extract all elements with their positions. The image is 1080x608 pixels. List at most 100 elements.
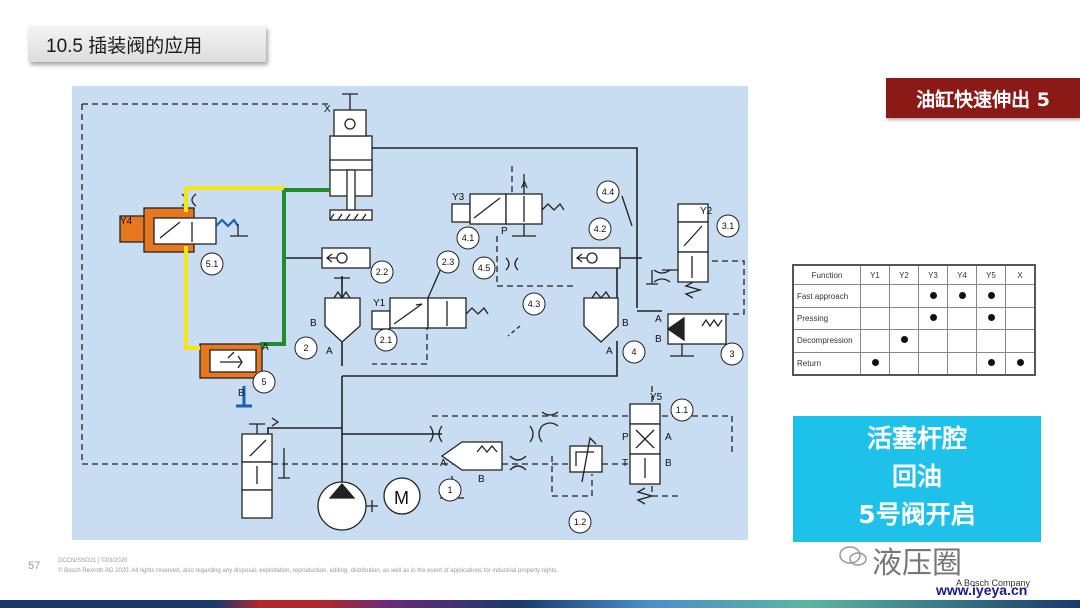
label-1-1: 1.1 bbox=[676, 405, 689, 415]
orifice-1 bbox=[429, 425, 443, 443]
label-4-4: 4.4 bbox=[602, 187, 615, 197]
label-2-3: 2.3 bbox=[442, 257, 455, 267]
main-line bbox=[342, 341, 618, 377]
active-dot bbox=[929, 291, 937, 299]
label-5: 5 bbox=[261, 377, 266, 387]
orifice-top bbox=[541, 411, 559, 427]
table-cell bbox=[860, 329, 890, 353]
slide-title: 10.5 插装阀的应用 bbox=[28, 26, 266, 62]
check-valve-2-2 bbox=[321, 247, 371, 269]
info-line-1: 活塞杆腔 bbox=[866, 424, 967, 453]
table-cell bbox=[976, 284, 1006, 308]
info-line-3: 5号阀开启 bbox=[858, 500, 976, 529]
label-2-2: 2.2 bbox=[376, 267, 389, 277]
label-x: X bbox=[324, 104, 331, 115]
table-cell bbox=[947, 351, 977, 376]
watermark-text: 液压圈 bbox=[872, 546, 962, 581]
hydraulic-schematic: X Y4 Y1 Y2 Y3 Y5 A P B A B A A B A B A B… bbox=[72, 86, 748, 540]
label-1: 1 bbox=[447, 485, 452, 495]
pilot-4-3 bbox=[507, 325, 521, 337]
label-1-2: 1.2 bbox=[574, 517, 587, 527]
table-cell bbox=[1005, 306, 1036, 331]
table-header: Y3 bbox=[918, 264, 948, 286]
cylinder-platen bbox=[329, 209, 373, 221]
label-b4: B bbox=[622, 318, 629, 329]
active-dot bbox=[1016, 358, 1024, 366]
pilot-line bbox=[682, 260, 745, 315]
wechat-icon bbox=[839, 546, 867, 566]
solenoid-valve-1-1 bbox=[629, 403, 661, 425]
state-badge: 油缸快速伸出 5 bbox=[886, 78, 1080, 118]
pilot-line bbox=[81, 104, 632, 465]
solenoid-valve-2-1 bbox=[371, 310, 391, 330]
active-dot bbox=[987, 291, 995, 299]
table-row: Decompression bbox=[792, 329, 1036, 353]
label-4: 4 bbox=[631, 347, 636, 357]
table-cell bbox=[1005, 329, 1036, 353]
label-b1: B bbox=[478, 474, 485, 485]
label-b11: B bbox=[665, 458, 672, 469]
table-cell bbox=[918, 351, 948, 376]
cartridge-valve-4 bbox=[583, 297, 619, 343]
label-y4: Y4 bbox=[120, 216, 133, 227]
info-line-2: 回油 bbox=[891, 462, 942, 491]
label-a: A bbox=[521, 180, 528, 191]
site-text: www.iyeya.cn bbox=[936, 582, 1028, 598]
flow-line-yellow bbox=[184, 186, 284, 350]
pilot-line bbox=[432, 415, 733, 456]
label-4-2: 4.2 bbox=[594, 224, 607, 234]
active-dot bbox=[929, 313, 937, 321]
motor bbox=[383, 477, 421, 515]
table-cell bbox=[918, 284, 948, 308]
label-y1: Y1 bbox=[373, 298, 386, 309]
label-2: 2 bbox=[303, 343, 308, 353]
prefill-valve bbox=[333, 109, 367, 137]
table-cell bbox=[889, 351, 919, 376]
cylinder-rod bbox=[346, 169, 356, 211]
relief-valve-1 bbox=[440, 441, 503, 471]
table-header: Y4 bbox=[947, 264, 977, 286]
label-t11: T bbox=[622, 458, 628, 469]
table-cell bbox=[976, 351, 1006, 376]
label-a4: A bbox=[606, 346, 613, 357]
table-cell bbox=[918, 306, 948, 331]
pilot-2-3 bbox=[427, 265, 443, 299]
active-dot bbox=[958, 291, 966, 299]
label-4-3: 4.3 bbox=[528, 299, 541, 309]
main-line bbox=[267, 427, 342, 440]
info-box: 活塞杆腔 回油 5号阀开启 bbox=[793, 416, 1041, 542]
table-header: Y5 bbox=[976, 264, 1006, 286]
table-cell bbox=[1005, 351, 1036, 376]
function-name: Fast approach bbox=[792, 284, 861, 308]
label-5-1: 5.1 bbox=[206, 259, 219, 269]
label-4-5: 4.5 bbox=[478, 263, 491, 273]
brand-bar bbox=[0, 600, 1080, 608]
table-header: Function bbox=[792, 264, 861, 286]
active-dot bbox=[871, 358, 879, 366]
table-cell bbox=[889, 329, 919, 353]
table-cell bbox=[889, 284, 919, 308]
label-2-1: 2.1 bbox=[380, 335, 393, 345]
table-header: X bbox=[1005, 264, 1036, 286]
function-name: Return bbox=[792, 351, 861, 376]
table-header: Y2 bbox=[889, 264, 919, 286]
label-b2: B bbox=[310, 318, 317, 329]
label-y5: Y5 bbox=[650, 392, 663, 403]
function-name: Pressing bbox=[792, 306, 861, 331]
label-motor: M bbox=[394, 488, 409, 508]
main-line bbox=[372, 147, 638, 308]
label-b5: B bbox=[238, 388, 245, 399]
label-4-1: 4.1 bbox=[462, 233, 475, 243]
company-text: A Bosch Company bbox=[956, 578, 1031, 588]
table-cell bbox=[889, 306, 919, 331]
orifice-1b bbox=[529, 425, 543, 443]
active-dot bbox=[900, 336, 908, 344]
table-row: Fast approach bbox=[792, 284, 1036, 308]
table-cell bbox=[860, 351, 890, 376]
label-3: 3 bbox=[729, 349, 734, 359]
label-a2: A bbox=[326, 346, 333, 357]
label-3-1: 3.1 bbox=[722, 221, 735, 231]
label-a3: A bbox=[655, 314, 662, 325]
label-y2: Y2 bbox=[700, 206, 713, 217]
